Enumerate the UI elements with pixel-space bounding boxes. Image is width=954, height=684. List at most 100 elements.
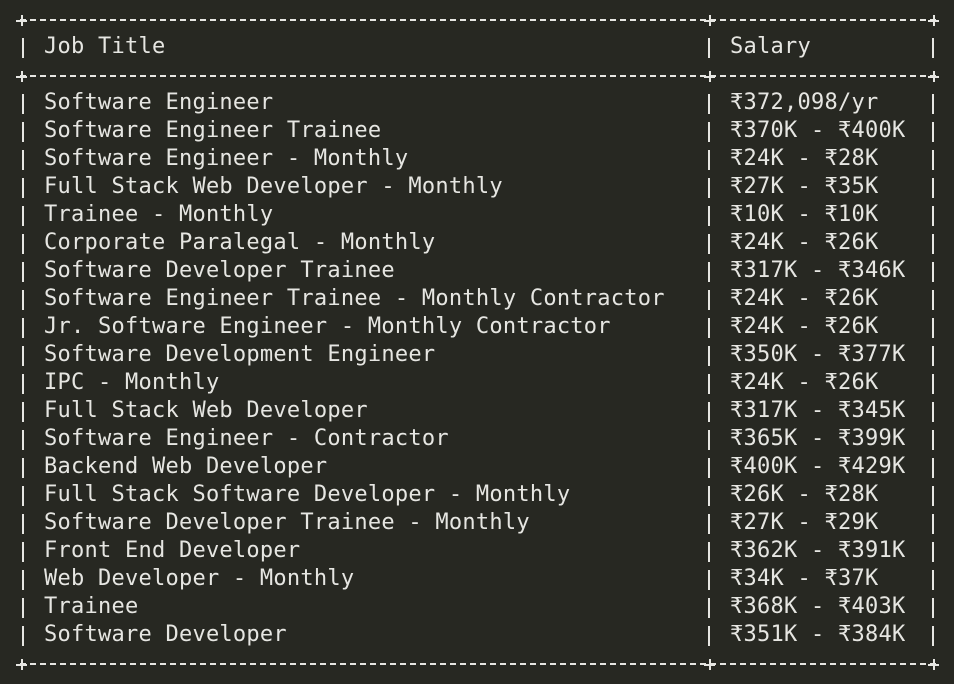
column-divider [708, 290, 710, 310]
corner-joint [704, 71, 715, 82]
column-divider [708, 346, 710, 366]
column-divider [22, 318, 24, 338]
salary-cell: ₹24K - ₹26K [730, 230, 879, 255]
column-divider [932, 514, 934, 534]
job-title-cell: Web Developer - Monthly [44, 566, 355, 591]
column-divider [932, 290, 934, 310]
column-divider [22, 150, 24, 170]
column-divider [932, 262, 934, 282]
column-divider [708, 430, 710, 450]
column-divider [22, 38, 24, 58]
column-divider [22, 122, 24, 142]
column-divider [708, 234, 710, 254]
column-divider [932, 374, 934, 394]
job-title-cell: IPC - Monthly [44, 370, 220, 395]
table-row: Full Stack Web Developer - Monthly₹27K -… [0, 173, 954, 201]
table-bottom-border [20, 663, 936, 665]
job-title-cell: Software Development Engineer [44, 342, 436, 367]
table-row: Trainee - Monthly₹10K - ₹10K [0, 201, 954, 229]
table-row: Software Development Engineer₹350K - ₹37… [0, 341, 954, 369]
column-divider [22, 94, 24, 114]
table-row: Software Developer Trainee ₹317K - ₹346K [0, 257, 954, 285]
column-divider [932, 458, 934, 478]
salary-cell: ₹362K - ₹391K [730, 538, 906, 563]
table-row: Software Engineer Trainee - Monthly Cont… [0, 285, 954, 313]
column-divider [932, 430, 934, 450]
column-divider [932, 346, 934, 366]
column-divider [22, 458, 24, 478]
salary-cell: ₹400K - ₹429K [730, 454, 906, 479]
column-divider [22, 402, 24, 422]
column-divider [932, 234, 934, 254]
header-salary: Salary [730, 34, 811, 59]
table-row: Software Developer Trainee - Monthly ₹27K… [0, 509, 954, 537]
column-divider [932, 206, 934, 226]
column-divider [708, 318, 710, 338]
column-divider [22, 626, 24, 646]
column-divider [708, 206, 710, 226]
table-row: Jr. Software Engineer - Monthly Contract… [0, 313, 954, 341]
header-job-title: Job Title [44, 34, 166, 59]
column-divider [708, 178, 710, 198]
column-divider [708, 542, 710, 562]
column-divider [932, 318, 934, 338]
corner-joint [704, 15, 715, 26]
salary-cell: ₹317K - ₹346K [730, 258, 906, 283]
corner-joint [16, 659, 27, 670]
job-title-cell: Full Stack Web Developer [44, 398, 368, 423]
table-header-row: Job Title Salary [0, 33, 954, 61]
column-divider [932, 598, 934, 618]
salary-cell: ₹24K - ₹28K [730, 146, 879, 171]
salary-cell: ₹372,098/yr [730, 90, 879, 115]
job-title-cell: Trainee [44, 594, 139, 619]
column-divider [22, 514, 24, 534]
column-divider [708, 262, 710, 282]
column-divider [22, 262, 24, 282]
column-divider [22, 598, 24, 618]
column-divider [932, 626, 934, 646]
column-divider [708, 122, 710, 142]
table-row: Software Developer ₹351K - ₹384K [0, 621, 954, 649]
table-row: Corporate Paralegal - Monthly₹24K - ₹26K [0, 229, 954, 257]
job-title-cell: Trainee - Monthly [44, 202, 274, 227]
job-title-cell: Jr. Software Engineer - Monthly Contract… [44, 314, 611, 339]
column-divider [708, 458, 710, 478]
corner-joint [16, 71, 27, 82]
column-divider [22, 234, 24, 254]
column-divider [932, 178, 934, 198]
column-divider [932, 486, 934, 506]
table-row: Software Engineer₹372,098/yr [0, 89, 954, 117]
job-title-cell: Backend Web Developer [44, 454, 328, 479]
column-divider [22, 346, 24, 366]
job-title-cell: Front End Developer [44, 538, 301, 563]
column-divider [932, 38, 934, 58]
column-divider [22, 570, 24, 590]
column-divider [932, 150, 934, 170]
table-row: Software Engineer Trainee₹370K - ₹400K [0, 117, 954, 145]
column-divider [708, 486, 710, 506]
salary-cell: ₹27K - ₹29K [730, 510, 879, 535]
salary-cell: ₹26K - ₹28K [730, 482, 879, 507]
job-title-cell: Software Engineer Trainee - Monthly Cont… [44, 286, 665, 311]
column-divider [22, 542, 24, 562]
column-divider [708, 598, 710, 618]
column-divider [932, 402, 934, 422]
salary-cell: ₹351K - ₹384K [730, 622, 906, 647]
salary-cell: ₹24K - ₹26K [730, 370, 879, 395]
job-title-cell: Software Developer Trainee [44, 258, 395, 283]
column-divider [708, 374, 710, 394]
column-divider [22, 486, 24, 506]
corner-joint [928, 659, 939, 670]
job-title-cell: Software Developer Trainee - Monthly [44, 510, 530, 535]
column-divider [932, 542, 934, 562]
table-top-border [20, 19, 936, 21]
column-divider [708, 402, 710, 422]
column-divider [22, 430, 24, 450]
job-title-cell: Software Developer [44, 622, 287, 647]
table-row: Full Stack Software Developer - Monthly ₹… [0, 481, 954, 509]
corner-joint [16, 15, 27, 26]
job-title-cell: Full Stack Software Developer - Monthly [44, 482, 571, 507]
column-divider [708, 626, 710, 646]
